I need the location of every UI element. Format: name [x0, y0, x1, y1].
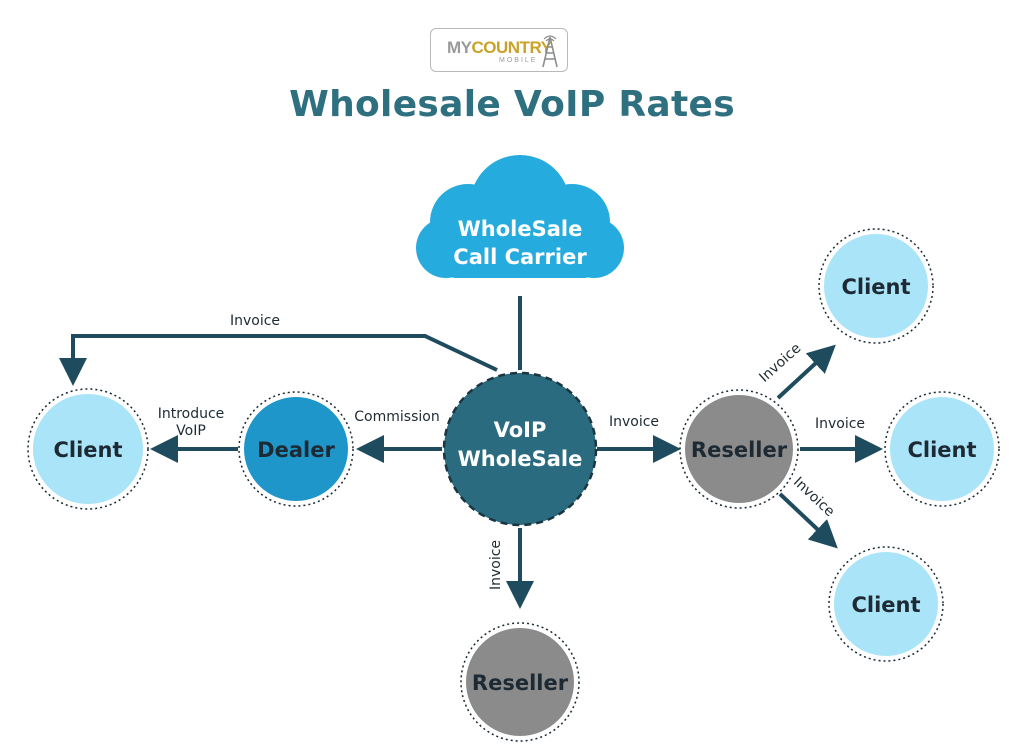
- label-invoice-right: Invoice: [815, 416, 865, 432]
- node-client-top-right: Client: [818, 228, 934, 344]
- tower-icon: [542, 35, 558, 68]
- cloud-label-line2: Call Carrier: [453, 245, 587, 269]
- logo: MYCOUNTRY MOBILE: [430, 28, 568, 72]
- arrow-reseller-client-top: [776, 344, 836, 400]
- page-title: Wholesale VoIP Rates: [289, 84, 735, 125]
- hub-label-line2: WholeSale: [458, 447, 583, 471]
- hub-label-line1: VoIP: [494, 418, 547, 442]
- reseller-bottom-label: Reseller: [472, 671, 569, 695]
- node-client-left: Client: [27, 388, 149, 510]
- client-bottom-right-label: Client: [851, 593, 920, 617]
- label-invoice-hub-reseller: Invoice: [609, 414, 659, 430]
- client-mid-right-label: Client: [907, 438, 976, 462]
- label-commission: Commission: [354, 409, 439, 425]
- label-introduce-line1: Introduce: [158, 406, 225, 422]
- client-top-right-label: Client: [841, 275, 910, 299]
- label-introduce-line2: VoIP: [176, 423, 206, 439]
- logo-subtitle: MOBILE: [499, 57, 538, 64]
- label-invoice-hub-down: Invoice: [488, 540, 504, 590]
- arrow-reseller-client-bottom: [778, 492, 838, 549]
- node-reseller-bottom: Reseller: [460, 622, 580, 742]
- cloud-label-line1: WholeSale: [458, 217, 583, 241]
- label-invoice-down-right: Invoice: [790, 474, 838, 520]
- node-voip-wholesale: VoIP WholeSale: [442, 371, 598, 527]
- cloud-call-carrier: WholeSale Call Carrier: [416, 155, 624, 278]
- node-client-bottom-right: Client: [828, 546, 944, 662]
- node-client-mid-right: Client: [884, 391, 1000, 507]
- node-dealer: Dealer: [238, 391, 354, 507]
- label-invoice-top: Invoice: [230, 313, 280, 329]
- reseller-right-label: Reseller: [691, 438, 788, 462]
- client-left-label: Client: [53, 438, 122, 462]
- dealer-label: Dealer: [257, 438, 335, 462]
- arrow-invoice-top: [59, 334, 498, 386]
- logo-wordmark: MYCOUNTRY: [447, 38, 552, 57]
- node-reseller-right: Reseller: [679, 389, 799, 509]
